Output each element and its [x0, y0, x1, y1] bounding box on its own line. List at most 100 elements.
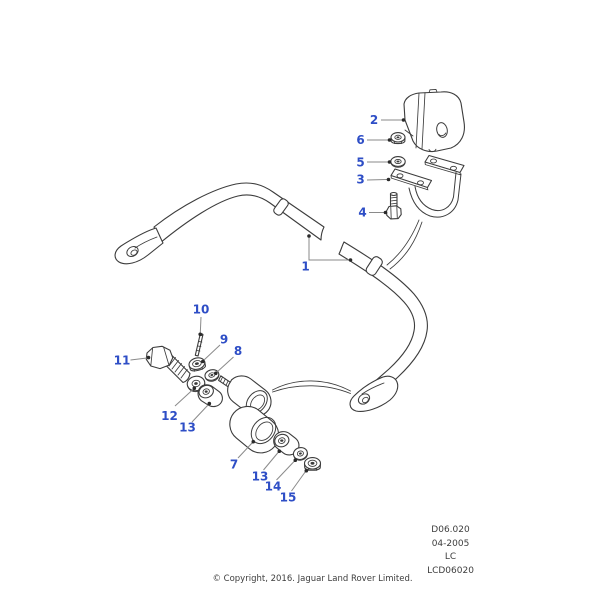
callout-14[interactable]: 14 [265, 480, 282, 494]
washer14-hole [298, 452, 302, 455]
callout-6[interactable]: 6 [356, 133, 364, 147]
stabilizer-bar-rear-half [338, 241, 428, 412]
nut-part9 [188, 357, 207, 372]
bar-rear-eye-end [349, 375, 399, 412]
leader-13-upper [191, 404, 209, 423]
bracket-ear-left-edge [390, 175, 429, 191]
bushing-part13-upper [197, 384, 223, 408]
callout-13-lower[interactable]: 13 [252, 470, 269, 484]
clamp-bracket-part3 [390, 154, 465, 218]
bracket-strap-inner [414, 172, 457, 211]
copyright-notice: © Copyright, 2016. Jaguar Land Rover Lim… [212, 574, 413, 584]
bracket-alignment-curve [386, 219, 420, 266]
pin10-ticks [196, 341, 203, 352]
washer8-hole [210, 373, 214, 377]
bushing-bore-shadow [438, 132, 447, 137]
callout-5[interactable]: 5 [356, 156, 364, 170]
bolt4-head [385, 205, 402, 220]
washer8-thickness [204, 373, 220, 382]
bushing13l-inner [278, 437, 286, 444]
drop-link-part7 [218, 375, 280, 454]
link-upper-cylinder [227, 375, 272, 417]
bracket-strap-outer [408, 173, 462, 218]
bracket-ear-right-edge [424, 161, 461, 176]
washer14-inner [296, 450, 304, 457]
bolt11-facets [150, 346, 170, 367]
bushing13u-inner [202, 388, 210, 395]
callout-7[interactable]: 7 [230, 458, 238, 472]
callout-3[interactable]: 3 [356, 173, 364, 187]
bolt11-head [145, 345, 174, 370]
leader-1 [308, 237, 349, 261]
bushing-part13-lower [273, 431, 300, 456]
callout-9[interactable]: 9 [220, 333, 228, 347]
bar-front-eye-hole [126, 245, 139, 258]
leader-13-lower [263, 451, 279, 471]
washer5-inner [394, 158, 402, 165]
bracket-hole-1 [430, 158, 437, 164]
bar-front-body [153, 182, 325, 244]
bar-rear-eye-ridge [361, 382, 385, 395]
leader-11 [130, 357, 148, 361]
callout-15[interactable]: 15 [280, 491, 297, 505]
callout-10[interactable]: 10 [193, 303, 210, 317]
nut6-inner [394, 134, 402, 140]
bolt4-threads [390, 196, 398, 205]
washer-part5 [390, 156, 406, 168]
callout-2[interactable]: 2 [370, 113, 378, 127]
link-stud-threads [220, 376, 229, 386]
bracket-ear-right [424, 154, 465, 174]
bar-rear-sleeve [365, 256, 383, 276]
nut15-inner [307, 459, 318, 467]
bracket-hole-2 [450, 165, 457, 171]
leader-9 [203, 344, 221, 361]
bushing-accent [404, 129, 414, 137]
washer-part8 [204, 369, 220, 382]
nut9-hole [194, 362, 199, 365]
pin10-body [194, 333, 204, 357]
nut9-inner [192, 360, 202, 368]
bar-front-eye-hole-inner [130, 249, 138, 256]
drawing-number: D06.020 [431, 525, 470, 535]
link-alignment-curve [272, 380, 351, 392]
leader-7 [237, 442, 253, 459]
bolt11-threads [168, 357, 188, 379]
leader-dots [146, 118, 406, 473]
bracket-hole-3 [396, 173, 404, 179]
link-alignment-curve-2 [272, 385, 351, 394]
callout-11[interactable]: 11 [114, 354, 131, 368]
drawing-id: LCD06020 [427, 565, 474, 576]
nut-part6 [390, 132, 406, 145]
pin-part10 [194, 333, 204, 357]
bushing-outline [403, 91, 465, 153]
leader-3 [366, 179, 388, 181]
callout-12[interactable]: 12 [161, 409, 178, 423]
bushing13l-hole [280, 439, 284, 442]
leader-15 [291, 471, 306, 492]
bushing-top-tab [428, 88, 438, 94]
alignment-curves [272, 219, 423, 394]
bar-front-sleeve [273, 198, 289, 216]
bolt4-tip [389, 191, 398, 197]
callout-13-upper[interactable]: 13 [179, 421, 196, 435]
bar-rear-body [338, 241, 428, 392]
bar-rear-eye-hole [357, 393, 371, 405]
bracket-alignment-curve-2 [389, 221, 423, 270]
drawing-code-block: D06.020 04-2005 LC LCD06020 [388, 524, 513, 578]
nut6-hole [396, 136, 400, 139]
bushing13u-hole [204, 390, 208, 393]
leader-10 [199, 316, 202, 334]
washer-part14 [292, 446, 308, 461]
callout-8[interactable]: 8 [234, 344, 242, 358]
bar-rear-eye-hole-inner [362, 396, 369, 404]
link-eye-bore-inner [255, 421, 274, 441]
washer5-thickness [390, 162, 406, 168]
stabilizer-bar-front-half [114, 182, 325, 265]
callout-1[interactable]: 1 [301, 260, 309, 274]
callout-4[interactable]: 4 [358, 206, 366, 220]
bushing-seams [415, 92, 426, 150]
washer12-hole [194, 382, 198, 385]
nut-part15 [303, 457, 322, 471]
bolt4-facets [390, 205, 398, 220]
